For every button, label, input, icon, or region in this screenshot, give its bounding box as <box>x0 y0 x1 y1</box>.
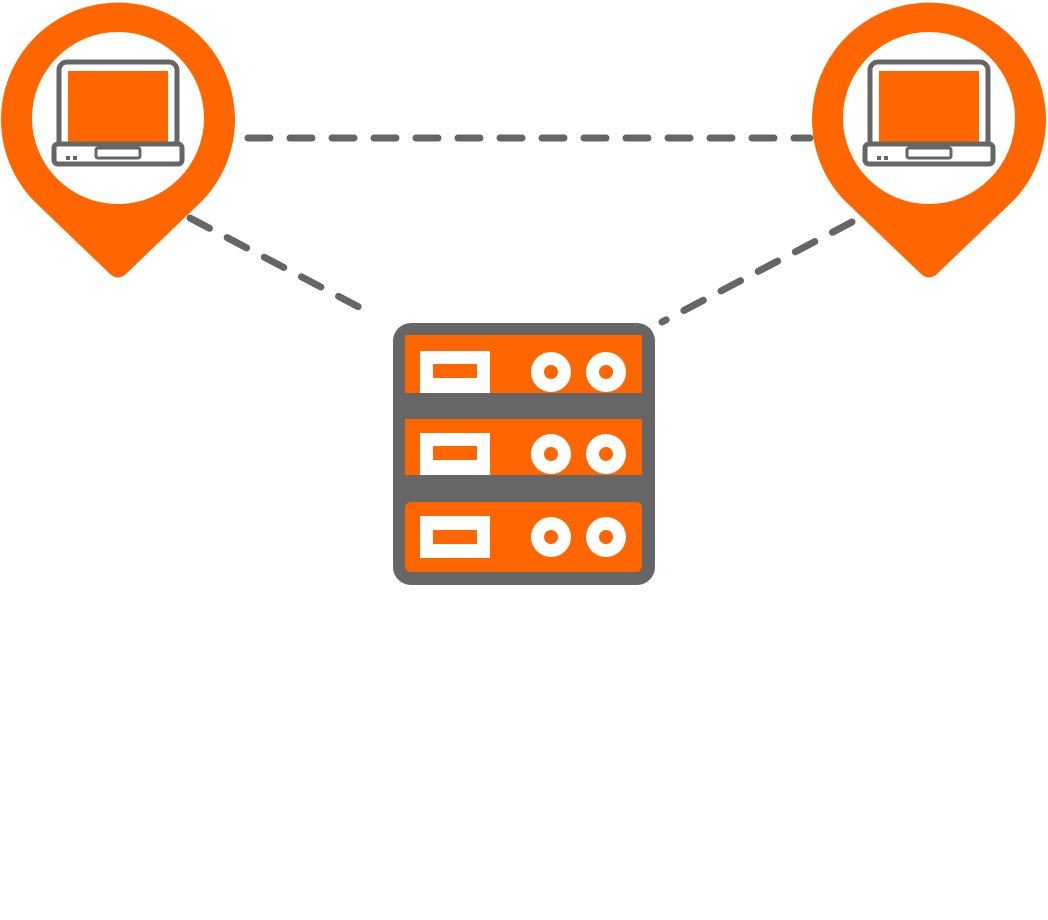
connection-client-left-to-server <box>186 214 376 318</box>
server-rack-icon <box>393 323 655 585</box>
server-unit <box>405 502 642 572</box>
laptop-location-pin-icon <box>0 2 235 278</box>
laptop-icon <box>862 59 996 167</box>
connection-lines <box>186 134 856 326</box>
laptop-location-pin-icon <box>811 2 1046 278</box>
server-unit <box>405 419 642 475</box>
connection-client-right-to-server <box>658 218 856 326</box>
server-unit <box>405 335 642 393</box>
laptop-icon <box>51 59 185 167</box>
